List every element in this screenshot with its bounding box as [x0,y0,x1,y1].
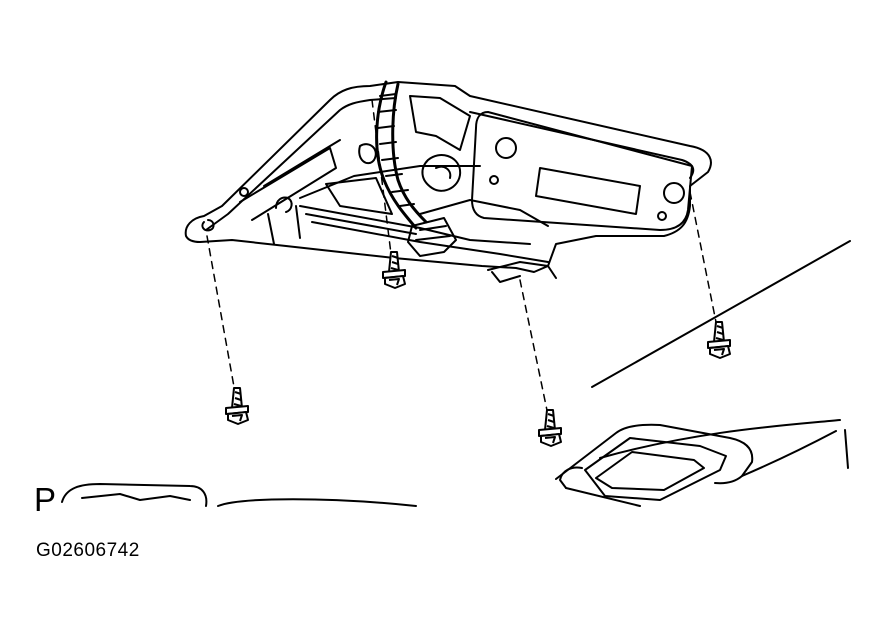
mounting-bolts [225,251,731,447]
bolt-icon [707,321,731,359]
sunvisor-recess [555,423,837,507]
bolt-icon [225,387,249,425]
bolt-alignment-lines [206,99,719,421]
bolt-icon [382,251,406,289]
headliner-lines [591,240,851,469]
figure-code-label: G02606742 [36,540,140,561]
bolt-icon [538,409,562,447]
wire-harness [375,80,457,257]
overhead-console [184,81,712,283]
view-marker-label: P [34,481,57,518]
lower-console-outline [61,483,417,507]
